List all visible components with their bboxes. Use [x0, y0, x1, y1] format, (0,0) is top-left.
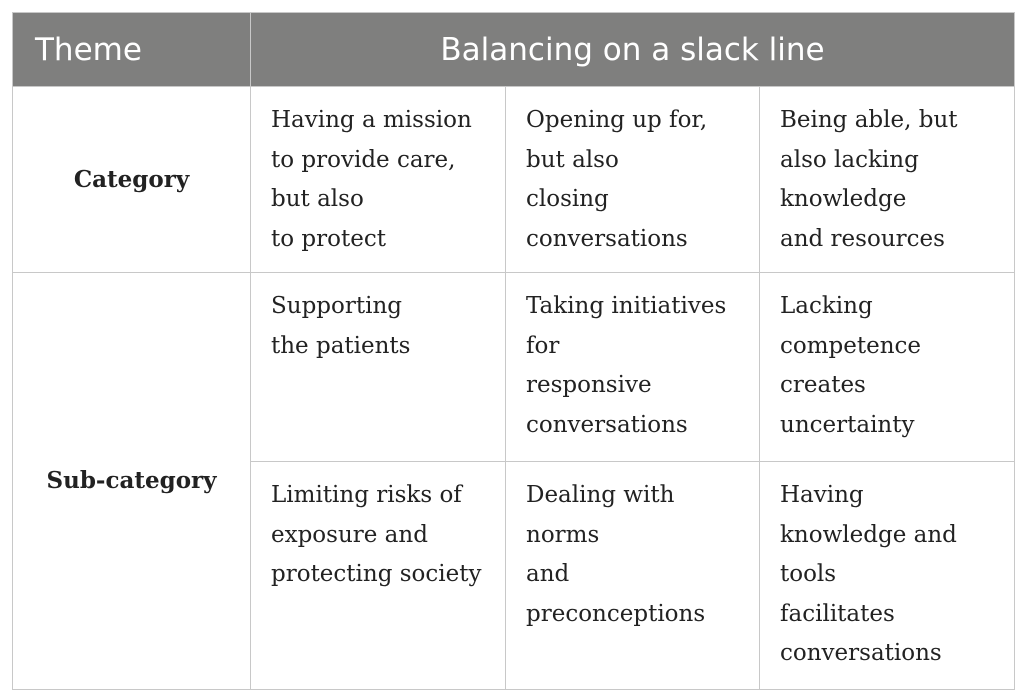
cell-text-line: Having: [780, 482, 864, 508]
category-row-label: Category: [12, 86, 251, 273]
cell-text-line: competence: [780, 332, 922, 359]
cell-text-line: but also: [271, 186, 364, 212]
subcategory-row: Limiting risks of exposure and protecting …: [13, 461, 1016, 690]
cell-text-line: to protect: [271, 225, 386, 252]
cell-text-line: conversations: [526, 225, 688, 252]
cell-text-line: and resources: [780, 225, 945, 252]
cell-text-line: Being able, but: [780, 107, 958, 133]
subcategory-row: Sub-category Supporting the patients Taki…: [12, 272, 1016, 690]
cell-text-line: responsive: [526, 372, 652, 398]
cell-text-line: Lacking: [780, 293, 873, 319]
subcategory-cell: Limiting risks of exposure and protecting …: [250, 461, 506, 690]
cell-text-line: knowledge and: [780, 521, 957, 548]
category-cell: Being able, but also lacking knowledge and …: [758, 86, 1016, 273]
cell-text-line: the patients: [271, 332, 411, 359]
cell-text-line: to provide care,: [271, 146, 456, 173]
cell-text-line: protecting society: [271, 561, 482, 587]
cell-text-line: Taking initiatives: [526, 293, 727, 319]
cell-text-line: creates: [780, 372, 866, 398]
cell-text-line: conversations: [780, 640, 942, 666]
cell-text-line: exposure and: [271, 521, 428, 548]
cell-text-line: and: [526, 561, 570, 587]
cell-text-line: norms: [526, 521, 600, 548]
category-cell: Opening up for, but also closing conversati…: [505, 86, 760, 273]
theme-header-value: Balancing on a slack line: [249, 12, 1016, 87]
subcategory-cell: Supporting the patients: [250, 272, 506, 462]
cell-text-line: for: [526, 332, 560, 359]
cell-text-line: facilitates: [780, 600, 895, 627]
cell-text-line: knowledge: [780, 186, 907, 212]
cell-text-line: uncertainty: [780, 411, 915, 438]
category-cell: Having a mission to provide care, but also…: [250, 86, 506, 273]
cell-text-line: Dealing with: [526, 482, 675, 508]
subcategory-row-label: Sub-category: [12, 272, 251, 690]
cell-text-line: Limiting risks of: [271, 482, 462, 508]
subcategory-cell: Having knowledge and tools facilitates conve…: [758, 461, 1016, 690]
cell-text-line: conversations: [526, 411, 688, 438]
cell-text-line: but also: [526, 146, 619, 173]
cell-text-line: also lacking: [780, 146, 919, 173]
cell-text-line: Having a mission: [271, 107, 472, 133]
cell-text-line: preconceptions: [526, 600, 706, 627]
cell-text-line: closing: [526, 186, 609, 212]
subcategory-cell: Taking initiatives for responsive conversat…: [505, 272, 760, 462]
cell-text-line: Opening up for,: [526, 107, 708, 133]
cell-text-line: tools: [780, 561, 837, 587]
themes-table-container: Theme Balancing on a slack line Category…: [12, 12, 1016, 690]
theme-header-label: Theme: [12, 12, 251, 87]
themes-table: Theme Balancing on a slack line Category…: [12, 12, 1016, 690]
cell-text-line: Supporting: [271, 293, 402, 319]
category-row: Category Having a mission to provide care…: [12, 86, 1016, 273]
header-row: Theme Balancing on a slack line: [12, 12, 1016, 87]
subcategory-cell: Lacking competence creates uncertainty: [758, 272, 1016, 462]
subcategory-cell: Dealing with norms and preconceptions: [505, 461, 760, 690]
